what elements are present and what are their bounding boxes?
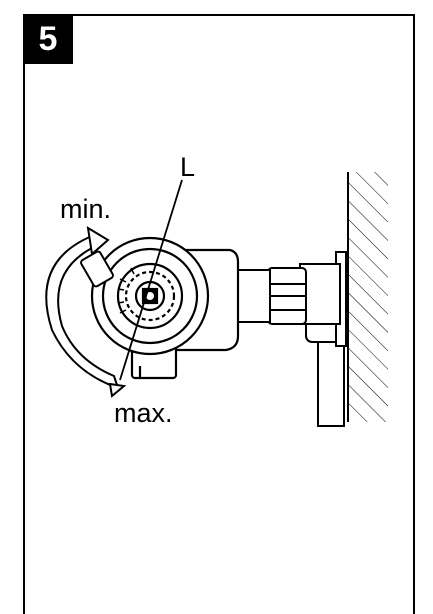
min-label: min.	[60, 194, 111, 224]
lever-leader-line	[119, 179, 183, 381]
rotation-arrow	[45, 226, 127, 398]
hex-nut	[267, 267, 307, 325]
adjustment-knob-tab	[80, 250, 114, 288]
step-number-badge: 5	[23, 14, 73, 64]
wall-section	[347, 172, 388, 422]
scale-marks	[117, 267, 135, 314]
instruction-panel-frame	[23, 14, 415, 614]
supply-pipe	[299, 251, 349, 427]
valve-neck	[233, 269, 271, 323]
max-label: max.	[114, 398, 173, 428]
valve-illustration: L min. max.	[45, 152, 388, 428]
lever-label: L	[180, 152, 195, 182]
valve-body	[90, 236, 240, 380]
